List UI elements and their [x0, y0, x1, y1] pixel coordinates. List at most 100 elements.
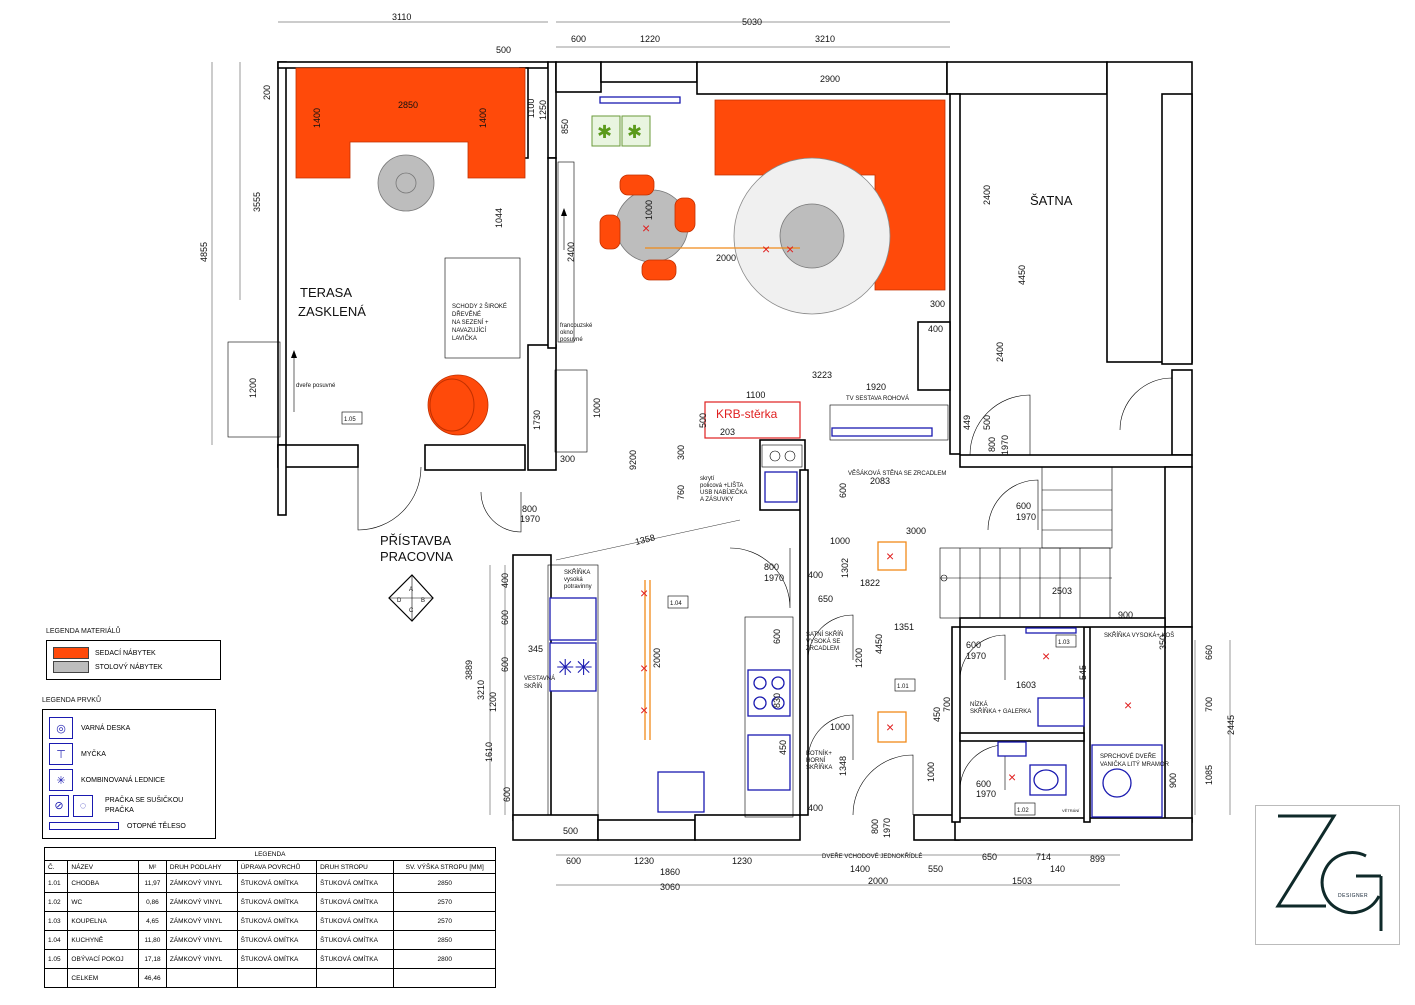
room-tag: 1.04 [670, 601, 682, 607]
svg-text:600: 600 [966, 640, 981, 650]
svg-text:3210: 3210 [815, 34, 835, 44]
svg-text:2000: 2000 [716, 253, 736, 263]
svg-text:200: 200 [262, 85, 272, 100]
coffee-table [779, 203, 845, 269]
plant-icon: ✱ ✱ [591, 115, 651, 147]
legend-label: STOLOVÝ NÁBYTEK [95, 663, 163, 671]
dishwasher-icon: ⊤ [49, 743, 73, 765]
legend-label: VARNÁ DESKA [81, 724, 131, 732]
svg-text:600: 600 [566, 856, 581, 866]
table-cell: 17,18 [138, 949, 167, 969]
table-cell: WC [67, 892, 140, 912]
dining-chairs [599, 174, 696, 281]
svg-text:×: × [886, 548, 894, 564]
washer-dryer-icon: ⊘◌ [49, 795, 97, 817]
table-cell: ŠTUKOVÁ OMÍTKA [236, 930, 318, 950]
legend-elements-title: LEGENDA PRVKŮ [42, 697, 102, 704]
terrace-stairs-bench [444, 257, 521, 359]
svg-text:2400: 2400 [566, 242, 576, 262]
svg-text:2083: 2083 [870, 476, 890, 486]
room-legend-table: LEGENDA Č. NÁZEV M² DRUH PODLAHY ÚPRAVA … [43, 847, 496, 988]
svg-text:×: × [640, 585, 648, 601]
table-row: 1.05 OBÝVACÍ POKOJ 17,18 ZÁMKOVÝ VINYL Š… [43, 949, 496, 969]
svg-text:1503: 1503 [1012, 876, 1032, 886]
table-cell: ŠTUKOVÁ OMÍTKA [236, 911, 318, 931]
legend-label-group: PRAČKA SE SUŠIČKOU PRAČKA [105, 796, 183, 816]
svg-text:VYSOKÁ SE: VYSOKÁ SE [806, 638, 840, 645]
table-cell: OBÝVACÍ POKOJ [67, 949, 140, 969]
svg-text:1000: 1000 [644, 200, 654, 220]
svg-text:660: 660 [1204, 645, 1214, 660]
column-header: NÁZEV [67, 860, 140, 874]
svg-text:1100: 1100 [746, 390, 765, 400]
compass-d: D [397, 598, 402, 604]
svg-text:345: 345 [528, 644, 543, 654]
legend-item: ⊤ MYČKA [49, 742, 209, 766]
svg-text:203: 203 [720, 427, 735, 437]
column-header: ÚPRAVA POVRCHŮ [236, 860, 318, 874]
table-cell: 11,80 [138, 930, 167, 950]
table-cell [236, 968, 318, 988]
svg-text:VĚŠÁKOVÁ STĚNA SE ZRCADLEM: VĚŠÁKOVÁ STĚNA SE ZRCADLEM [848, 469, 946, 477]
svg-text:4855: 4855 [199, 242, 209, 262]
table-cell: 2850 [393, 873, 496, 893]
svg-text:SCHODY 2 ŠIROKÉ: SCHODY 2 ŠIROKÉ [452, 303, 507, 310]
table-cell [43, 968, 69, 988]
svg-text:3223: 3223 [812, 370, 832, 380]
table-cell: 2850 [393, 930, 496, 950]
legend-label: PRAČKA SE SUŠIČKOU [105, 797, 184, 804]
room-name-satna: ŠATNA [1030, 193, 1073, 208]
svg-text:DVEŘE VCHODOVÉ JEDNOKŘÍDLÉ: DVEŘE VCHODOVÉ JEDNOKŘÍDLÉ [822, 852, 922, 860]
legend-label: KOMBINOVANÁ LEDNICE [81, 776, 165, 784]
svg-text:1200: 1200 [248, 378, 258, 398]
svg-text:600: 600 [502, 787, 512, 802]
svg-text:1970: 1970 [882, 818, 892, 838]
svg-text:1358: 1358 [634, 532, 656, 547]
svg-text:×: × [886, 719, 894, 735]
svg-text:1000: 1000 [926, 762, 936, 782]
svg-text:400: 400 [500, 573, 510, 588]
svg-text:1200: 1200 [854, 648, 864, 668]
svg-text:500: 500 [496, 45, 511, 55]
table-cell: ZÁMKOVÝ VINYL [165, 930, 238, 950]
svg-text:1730: 1730 [532, 410, 542, 430]
svg-text:1970: 1970 [1000, 435, 1010, 455]
svg-text:800: 800 [522, 504, 537, 514]
svg-text:2445: 2445 [1226, 715, 1236, 735]
svg-text:✱: ✱ [627, 122, 642, 142]
svg-text:1000: 1000 [592, 398, 602, 418]
svg-text:5030: 5030 [742, 17, 762, 27]
table-cell: ŠTUKOVÁ OMÍTKA [316, 949, 395, 969]
svg-text:dveře posuvné: dveře posuvné [296, 383, 336, 389]
radiator-icon [599, 96, 933, 437]
table-cell: ŠTUKOVÁ OMÍTKA [316, 930, 395, 950]
table-cell: 2800 [393, 949, 496, 969]
zg-logo-icon [1275, 814, 1383, 931]
svg-text:300: 300 [930, 299, 945, 309]
svg-text:140: 140 [1050, 864, 1065, 874]
legend-item: STOLOVÝ NÁBYTEK [53, 661, 214, 673]
sofa-swatch [53, 647, 89, 659]
table-cell: ŠTUKOVÁ OMÍTKA [316, 911, 395, 931]
svg-text:800: 800 [764, 562, 779, 572]
svg-text:700: 700 [1204, 697, 1214, 712]
svg-text:×: × [640, 702, 648, 718]
column-header: DRUH PODLAHY [165, 860, 238, 874]
legend-label: SEDACÍ NÁBYTEK [95, 649, 156, 657]
svg-text:1400: 1400 [850, 864, 870, 874]
svg-text:SPRCHOVÉ DVEŘE: SPRCHOVÉ DVEŘE [1100, 752, 1156, 760]
svg-text:policová +LIŠTA: policová +LIŠTA [700, 482, 743, 489]
dimension-labels: 3110 500 5030 600 1220 3210 2900 4855 35… [199, 12, 1236, 892]
svg-text:650: 650 [818, 594, 833, 604]
svg-text:VANIČKA LITÝ MRAMOR: VANIČKA LITÝ MRAMOR [1100, 761, 1170, 768]
svg-text:800: 800 [870, 819, 880, 834]
svg-text:1970: 1970 [1016, 512, 1036, 522]
svg-text:1200: 1200 [488, 692, 498, 712]
dimension-lines [211, 21, 1231, 886]
svg-text:2000: 2000 [868, 876, 888, 886]
svg-text:9200: 9200 [628, 450, 638, 470]
room-tag: 1.05 [344, 417, 356, 423]
arrow-up-icon [291, 208, 567, 412]
svg-text:potravinny: potravinny [564, 584, 592, 590]
svg-text:400: 400 [928, 324, 943, 334]
